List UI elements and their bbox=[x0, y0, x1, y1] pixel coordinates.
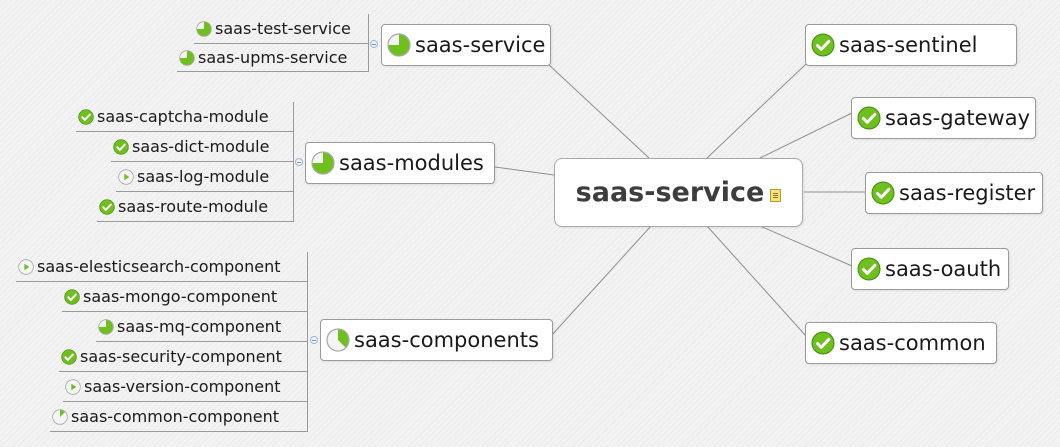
check-icon bbox=[113, 138, 129, 155]
check-icon bbox=[811, 33, 835, 57]
subtopic-label: saas-mq-component bbox=[117, 317, 282, 336]
subtopic-label: saas-elesticsearch-component bbox=[37, 257, 281, 276]
play-icon bbox=[118, 168, 134, 185]
topic-saas-gateway[interactable]: saas-gateway bbox=[851, 97, 1036, 139]
subtopic-saas-mongo-component[interactable]: saas-mongo-component bbox=[62, 282, 308, 312]
subtopic-label: saas-route-module bbox=[118, 197, 269, 216]
subtopic-saas-mq-component[interactable]: saas-mq-component bbox=[96, 312, 308, 342]
topic-saas-modules[interactable]: saas-modules bbox=[305, 142, 495, 184]
subtopic-saas-upms-service[interactable]: saas-upms-service bbox=[177, 44, 369, 72]
connector-line bbox=[706, 63, 807, 159]
root-topic-label: saas-service bbox=[575, 177, 765, 208]
topic-saas-oauth[interactable]: saas-oauth bbox=[851, 248, 1009, 290]
topic-label: saas-sentinel bbox=[839, 33, 978, 57]
topic-label: saas-oauth bbox=[885, 257, 1002, 281]
subtopic-saas-log-module[interactable]: saas-log-module bbox=[116, 162, 294, 192]
collapse-toggle[interactable] bbox=[370, 40, 378, 48]
collapse-toggle[interactable] bbox=[310, 336, 318, 344]
progress-icon bbox=[52, 408, 68, 425]
play-icon bbox=[18, 258, 34, 275]
subtopic-label: saas-security-component bbox=[80, 347, 282, 366]
subtopic-label: saas-version-component bbox=[84, 377, 281, 396]
subtopic-saas-dict-module[interactable]: saas-dict-module bbox=[111, 132, 294, 162]
topic-saas-service[interactable]: saas-service bbox=[381, 24, 551, 66]
connector-line bbox=[706, 225, 807, 337]
subtopic-saas-route-module[interactable]: saas-route-module bbox=[97, 192, 294, 222]
check-icon bbox=[61, 348, 77, 365]
subtopic-bracket bbox=[293, 102, 294, 222]
subtopic-saas-elesticsearch-component[interactable]: saas-elesticsearch-component bbox=[16, 252, 308, 282]
topic-label: saas-service bbox=[415, 33, 546, 57]
check-icon bbox=[857, 257, 881, 281]
subtopic-saas-security-component[interactable]: saas-security-component bbox=[59, 342, 308, 372]
check-icon bbox=[811, 331, 835, 355]
subtopic-saas-common-component[interactable]: saas-common-component bbox=[50, 402, 308, 432]
root-topic[interactable]: saas-service bbox=[554, 158, 803, 227]
progress-icon bbox=[179, 49, 195, 66]
collapse-toggle[interactable] bbox=[295, 158, 303, 166]
check-icon bbox=[78, 108, 94, 125]
connector-line bbox=[759, 225, 853, 267]
connector-line bbox=[759, 112, 853, 159]
topic-saas-register[interactable]: saas-register bbox=[865, 172, 1043, 214]
topic-label: saas-modules bbox=[339, 151, 484, 175]
progress-icon bbox=[326, 328, 350, 352]
progress-icon bbox=[196, 20, 212, 37]
topic-label: saas-gateway bbox=[885, 106, 1031, 130]
check-icon bbox=[99, 198, 115, 215]
progress-icon bbox=[311, 151, 335, 175]
progress-icon bbox=[387, 33, 411, 57]
subtopic-label: saas-test-service bbox=[215, 19, 351, 38]
note-icon[interactable] bbox=[770, 189, 782, 202]
subtopic-bracket bbox=[307, 252, 308, 432]
subtopic-saas-test-service[interactable]: saas-test-service bbox=[194, 14, 369, 44]
play-icon bbox=[65, 378, 81, 395]
topic-saas-sentinel[interactable]: saas-sentinel bbox=[805, 24, 1017, 66]
subtopic-label: saas-common-component bbox=[71, 407, 280, 426]
topic-saas-components[interactable]: saas-components bbox=[320, 319, 553, 361]
check-icon bbox=[64, 288, 80, 305]
topic-saas-common[interactable]: saas-common bbox=[805, 322, 997, 364]
connector-line bbox=[547, 63, 650, 159]
subtopic-label: saas-mongo-component bbox=[83, 287, 278, 306]
progress-icon bbox=[98, 318, 114, 335]
check-icon bbox=[857, 106, 881, 130]
subtopic-saas-version-component[interactable]: saas-version-component bbox=[63, 372, 308, 402]
connector-line bbox=[550, 225, 652, 337]
subtopic-label: saas-upms-service bbox=[198, 48, 348, 67]
subtopic-label: saas-dict-module bbox=[132, 137, 270, 156]
check-icon bbox=[871, 181, 895, 205]
subtopic-label: saas-captcha-module bbox=[97, 107, 269, 126]
topic-label: saas-common bbox=[839, 331, 986, 355]
topic-label: saas-register bbox=[899, 181, 1036, 205]
subtopic-label: saas-log-module bbox=[137, 167, 270, 186]
subtopic-saas-captcha-module[interactable]: saas-captcha-module bbox=[76, 102, 294, 132]
connector-line bbox=[494, 166, 555, 176]
topic-label: saas-components bbox=[354, 328, 539, 352]
